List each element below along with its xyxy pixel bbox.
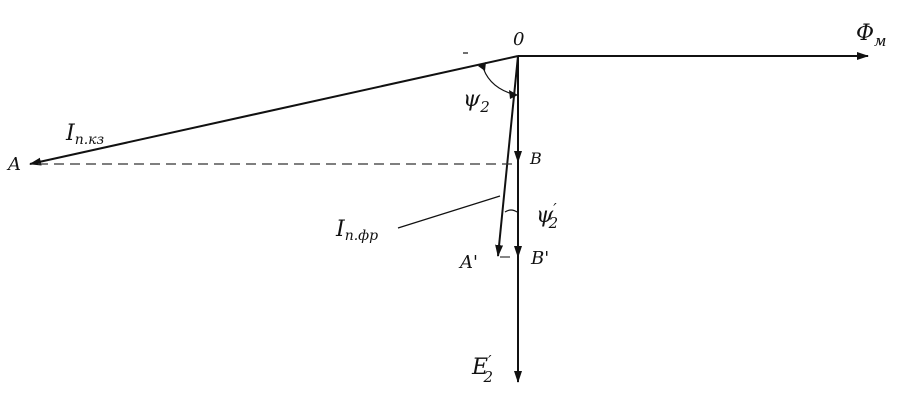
point-b-label: B xyxy=(529,149,542,168)
psi2-arc xyxy=(481,63,517,96)
origin-label: 0 xyxy=(513,29,524,50)
point-a-prime-label: A' xyxy=(458,252,478,273)
psi2-arc-arrow-top xyxy=(478,62,486,71)
operating-current-label: Iп.фр xyxy=(335,217,378,244)
psi2-arc-arrow-bottom xyxy=(509,90,518,99)
point-b-prime-label: B' xyxy=(530,248,549,269)
point-a-label: A xyxy=(6,154,21,175)
emf-label: E′2 xyxy=(471,352,493,386)
short-circuit-current-label: Iп.кз xyxy=(65,121,104,148)
psi2-prime-arc xyxy=(504,209,518,213)
psi2-label: ψ2 xyxy=(463,87,490,116)
operating-current-leader xyxy=(397,195,501,229)
short-circuit-current-vector xyxy=(29,55,519,166)
operating-current-vector xyxy=(495,55,519,257)
flux-label: Φм xyxy=(856,21,886,50)
psi2-prime-label: ψ′2 xyxy=(536,200,558,232)
